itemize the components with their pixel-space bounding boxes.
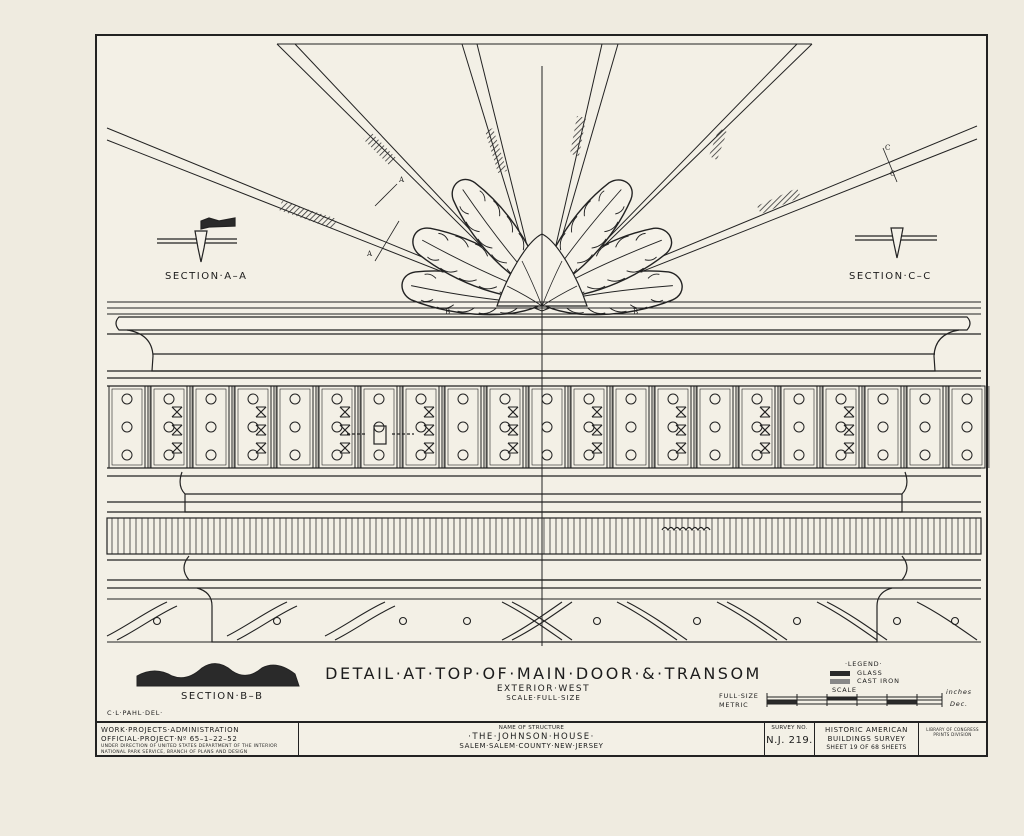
scale-metric-label: METRIC bbox=[719, 701, 749, 709]
habs-line-2: BUILDINGS SURVEY bbox=[827, 735, 906, 743]
section-aa-profile bbox=[157, 217, 237, 263]
dentil-frieze bbox=[108, 385, 990, 469]
cast-iron-hatching bbox=[279, 116, 801, 229]
agency-line-2: OFFICIAL·PROJECT·Nº 65–1–22–52 bbox=[101, 735, 238, 743]
legend-cast-iron: CAST IRON bbox=[857, 677, 900, 685]
section-cc-profile bbox=[855, 227, 937, 259]
cornice-moulding bbox=[107, 316, 981, 379]
section-marker-c-lower: C bbox=[890, 170, 896, 178]
section-marker-b-right: B bbox=[633, 308, 639, 316]
guilloche-band bbox=[106, 598, 981, 643]
structure-name: ·THE·JOHNSON·HOUSE· bbox=[468, 732, 595, 742]
survey-label: SURVEY NO. bbox=[771, 725, 808, 731]
reeded-band bbox=[106, 517, 982, 555]
drawing-title: DETAIL·AT·TOP·OF·MAIN·DOOR·&·TRANSOM bbox=[325, 664, 762, 683]
section-marker-a: A bbox=[399, 176, 405, 184]
lower-moulding bbox=[107, 471, 981, 513]
title-block: WORK·PROJECTS·ADMINISTRATION OFFICIAL·PR… bbox=[97, 721, 986, 757]
scale-bar bbox=[766, 693, 943, 707]
section-cc-label: SECTION·C–C bbox=[849, 271, 932, 282]
stamp-cell: LIBRARY OF CONGRESS PRINTS DIVISION bbox=[919, 723, 986, 757]
drawing-sheet: SECTION·A–A SECTION·C–C SECTION·B–B A A … bbox=[95, 34, 990, 757]
sheet-number: SHEET 19 OF 68 SHEETS bbox=[826, 744, 907, 751]
agency-line-1: WORK·PROJECTS·ADMINISTRATION bbox=[101, 726, 240, 734]
agency-line-4: NATIONAL PARK SERVICE, BRANCH OF PLANS A… bbox=[101, 749, 248, 755]
structure-cell: NAME OF STRUCTURE ·THE·JOHNSON·HOUSE· SA… bbox=[299, 723, 765, 757]
scale-full-size-label: FULL·SIZE bbox=[719, 692, 759, 700]
section-aa-label: SECTION·A–A bbox=[165, 271, 248, 282]
legend-glass: GLASS bbox=[857, 669, 883, 677]
delineator-credit: C·L·PAHL·DEL· bbox=[107, 709, 164, 717]
section-marker-a-lower: A bbox=[367, 250, 373, 258]
transom-detail-drawing bbox=[106, 43, 990, 707]
section-marker-b-left: B bbox=[445, 308, 451, 316]
section-marker-c: C bbox=[885, 144, 891, 152]
legend-heading: ·LEGEND· bbox=[845, 660, 883, 668]
habs-line-1: HISTORIC AMERICAN bbox=[825, 726, 908, 734]
agency-line-3: UNDER DIRECTION OF UNITED STATES DEPARTM… bbox=[101, 744, 278, 749]
structure-label: NAME OF STRUCTURE bbox=[498, 725, 565, 731]
agency-cell: WORK·PROJECTS·ADMINISTRATION OFFICIAL·PR… bbox=[97, 723, 299, 757]
legend-swatches bbox=[830, 671, 850, 684]
survey-number: N.J. 219. bbox=[766, 735, 813, 746]
drawing-subtitle: EXTERIOR·WEST bbox=[496, 684, 591, 694]
section-bb-profile bbox=[136, 663, 300, 687]
structure-location: SALEM·SALEM·COUNTY·NEW·JERSEY bbox=[459, 742, 604, 750]
scale-inches-label: inches bbox=[946, 688, 972, 696]
scale-label: SCALE bbox=[832, 686, 857, 694]
drawing-scale-note: SCALE·FULL·SIZE bbox=[506, 694, 581, 702]
library-stamp: LIBRARY OF CONGRESS PRINTS DIVISION bbox=[926, 727, 979, 737]
scale-dec-label: Dec. bbox=[950, 700, 968, 708]
habs-cell: HISTORIC AMERICAN BUILDINGS SURVEY SHEET… bbox=[815, 723, 919, 757]
section-bb-label: SECTION·B–B bbox=[181, 691, 264, 702]
survey-cell: SURVEY NO. N.J. 219. bbox=[765, 723, 815, 757]
